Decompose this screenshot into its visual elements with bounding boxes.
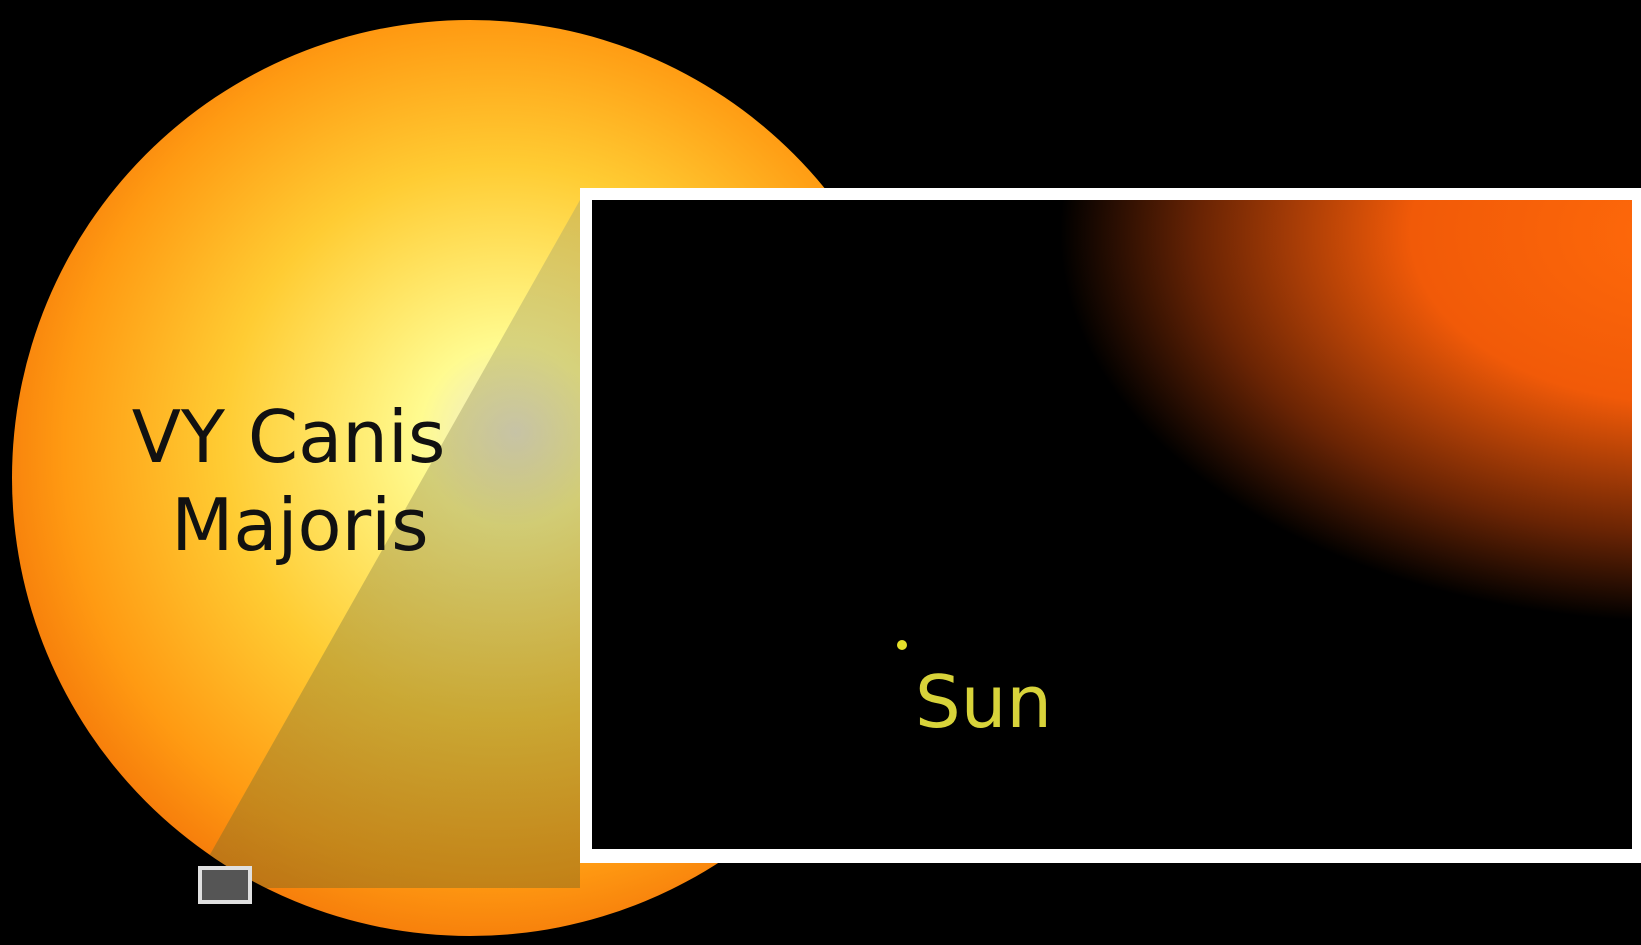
sun-dot — [897, 640, 907, 650]
vy-canis-majoris-label-line2: Majoris — [171, 483, 428, 567]
magnified-inset: Sun — [580, 188, 1641, 863]
vy-canis-majoris-label: VY Canis Majoris — [132, 395, 469, 567]
sun-label: Sun — [915, 660, 1052, 744]
inset-star-limb-glow — [592, 200, 1632, 849]
zoom-projection-shade — [208, 200, 580, 888]
zoom-region-marker — [198, 866, 252, 904]
vy-canis-majoris-label-line1: VY Canis — [132, 395, 446, 479]
